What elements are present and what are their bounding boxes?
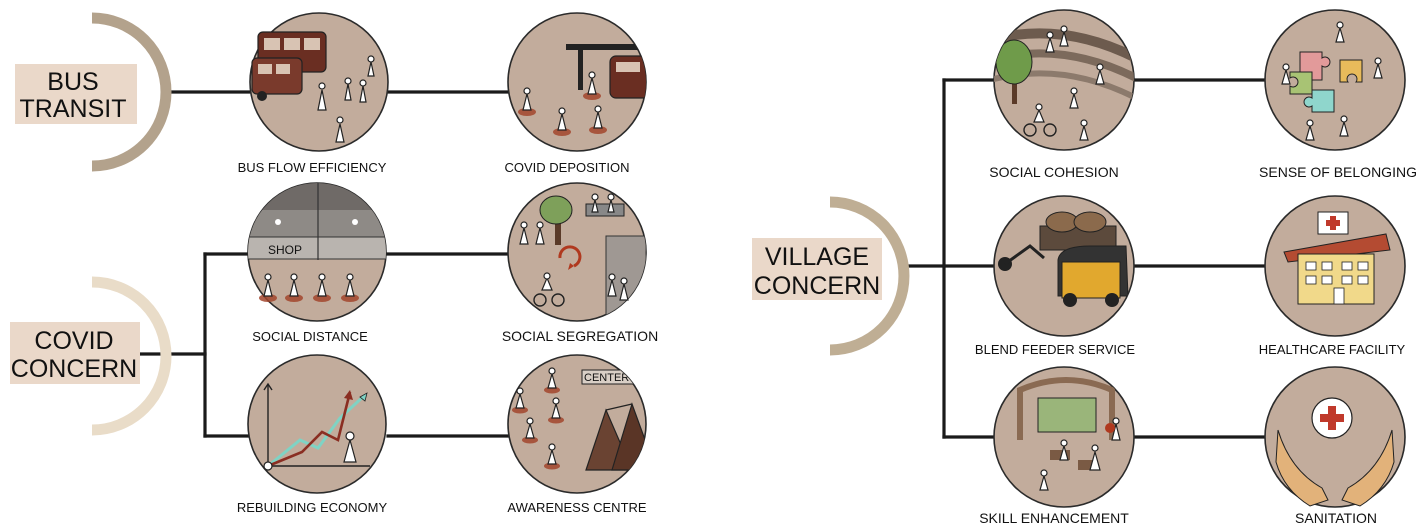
sense-of-belonging-label: SENSE OF BELONGING (1259, 164, 1417, 180)
village-concern-line2: CONCERN (754, 272, 880, 300)
medical-cross-icon (1311, 397, 1353, 439)
bus-transit-tag-box (15, 64, 137, 124)
hands-icon (1275, 429, 1395, 507)
covid-deposition-label: COVID DEPOSITION (505, 160, 630, 175)
node-bus-flow-efficiency: BUS FLOW EFFICIENCY (238, 12, 389, 175)
covid-concern-line2: CONCERN (11, 355, 137, 383)
bus-transit-tag: BUS TRANSIT (15, 12, 172, 172)
tent-icon: CENTER (581, 369, 646, 471)
sense-of-belonging-circle (1264, 9, 1406, 151)
covid-concern-line1: COVID (34, 327, 113, 355)
social-segregation-label: SOCIAL SEGREGATION (502, 328, 658, 344)
node-sanitation: SANITATION (1264, 366, 1406, 526)
awareness-centre-label: AWARENESS CENTRE (507, 500, 646, 515)
social-cohesion-label: SOCIAL COHESION (989, 164, 1118, 180)
rebuilding-economy-circle (247, 354, 387, 494)
segregated-people-icon (519, 193, 629, 307)
skill-enhancement-circle (993, 366, 1135, 508)
node-rebuilding-economy: REBUILDING ECONOMY (237, 354, 388, 515)
learners-icon (1039, 417, 1121, 491)
village-concern-tag-box (752, 238, 882, 300)
sanitation-label: SANITATION (1295, 510, 1377, 526)
node-social-segregation: SOCIAL SEGREGATION (502, 182, 658, 344)
village-concern-tag: VILLAGE CONCERN (752, 196, 910, 356)
hospital-icon (1283, 211, 1391, 305)
bus-transit-line2: TRANSIT (20, 95, 127, 123)
village-concern-line1: VILLAGE (765, 243, 869, 271)
attendees-icon (512, 367, 564, 470)
auto-rickshaw-icon (998, 211, 1129, 307)
node-healthcare-facility: HEALTHCARE FACILITY (1259, 195, 1406, 357)
queue-people-icon (518, 71, 607, 136)
blend-feeder-service-label: BLEND FEEDER SERVICE (975, 342, 1135, 357)
puzzle-icon (1289, 51, 1363, 113)
skill-enhancement-label: SKILL ENHANCEMENT (979, 510, 1129, 526)
node-skill-enhancement: SKILL ENHANCEMENT (979, 366, 1135, 526)
growth-chart-icon (263, 382, 370, 471)
holding-people-icon (1281, 21, 1383, 141)
node-covid-deposition: COVID DEPOSITION (505, 12, 647, 175)
center-sign-label: CENTER (584, 372, 629, 384)
distanced-people-icon (259, 273, 359, 302)
rebuilding-economy-label: REBUILDING ECONOMY (237, 500, 388, 515)
social-distance-label: SOCIAL DISTANCE (252, 329, 368, 344)
covid-concern-tag-box (10, 322, 140, 384)
bus-stop-icon (566, 44, 646, 99)
node-blend-feeder-service: BLEND FEEDER SERVICE (975, 195, 1135, 357)
node-social-distance: SHOP SOCIAL DISTANCE (247, 182, 387, 344)
gathering-people-icon (1023, 25, 1105, 141)
pedestrians-icon (317, 55, 375, 143)
village-concern-arc (829, 196, 910, 356)
covid-concern-arc (91, 276, 172, 436)
shop-icon: SHOP (248, 183, 386, 260)
bus-flow-efficiency-label: BUS FLOW EFFICIENCY (238, 160, 387, 175)
shop-sign-label: SHOP (268, 243, 302, 257)
node-social-cohesion: SOCIAL COHESION (989, 9, 1135, 180)
bus-transit-arc (91, 12, 172, 172)
healthcare-facility-label: HEALTHCARE FACILITY (1259, 342, 1406, 357)
node-sense-of-belonging: SENSE OF BELONGING (1259, 9, 1417, 180)
connectors (138, 78, 1269, 439)
bus-icon (251, 31, 327, 101)
covid-concern-tag: COVID CONCERN (10, 276, 172, 436)
node-awareness-centre: CENTER AWARENESS CENTRE (507, 354, 647, 515)
workshop-icon (1017, 377, 1115, 470)
bus-transit-line1: BUS (47, 68, 98, 96)
